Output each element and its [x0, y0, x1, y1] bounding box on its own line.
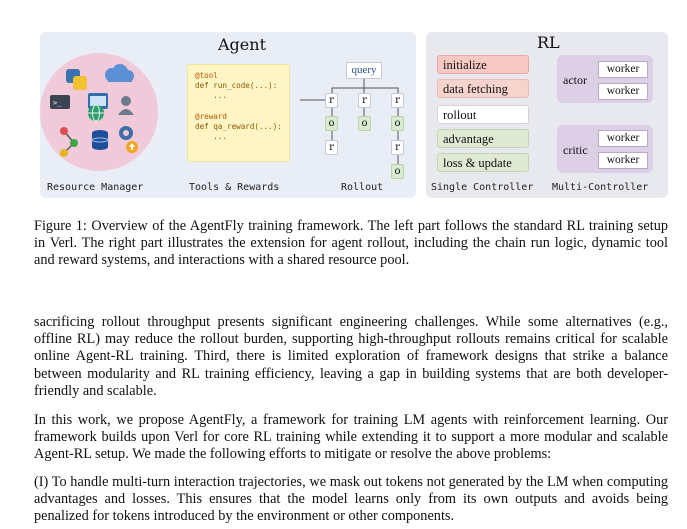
code-line: ...: [195, 132, 228, 142]
rollout-token-r: r: [391, 93, 404, 108]
network-icon: [60, 127, 78, 157]
stage-initialize: initialize: [437, 55, 529, 74]
single-controller-label: Single Controller: [431, 182, 534, 193]
multi-controller-label: Multi-Controller: [552, 182, 649, 193]
resource-icons: >_: [50, 64, 138, 157]
actor-group: actor worker worker: [557, 55, 653, 103]
rollout-token-o: o: [391, 164, 404, 179]
stage-loss-update: loss & update: [437, 153, 529, 172]
svg-text:>_: >_: [53, 99, 62, 107]
tools-rewards-label: Tools & Rewards: [189, 182, 280, 193]
critic-worker: worker: [598, 130, 648, 147]
rollout-label: Rollout: [341, 182, 384, 193]
rollout-tree-lines: [300, 79, 399, 164]
settings-icon: [118, 96, 134, 115]
code-line: [195, 102, 289, 112]
body-paragraph: sacrificing rollout throughput presents …: [34, 314, 668, 399]
code-line: ...: [195, 91, 228, 101]
terminal-icon: >_: [50, 95, 70, 109]
database-icon: [91, 130, 109, 150]
actor-label: actor: [563, 73, 587, 87]
globe-icon: [88, 104, 104, 122]
stage-rollout: rollout: [437, 105, 529, 124]
rollout-token-r: r: [391, 140, 404, 155]
stage-data-fetching: data fetching: [437, 79, 529, 98]
actor-worker: worker: [598, 83, 648, 100]
rl-title: RL: [537, 33, 560, 52]
body-paragraph: In this work, we propose AgentFly, a fra…: [34, 412, 668, 463]
actor-worker: worker: [598, 61, 648, 78]
rollout-token-r: r: [325, 93, 338, 108]
python-icon: [66, 69, 87, 90]
gear-icon: [119, 126, 133, 140]
stage-advantage: advantage: [437, 129, 529, 148]
code-line: def qa_reward(...):: [195, 122, 282, 132]
cloud-icon: [105, 64, 134, 82]
tools-rewards-code: @tool def run_code(...): ... @reward def…: [187, 64, 290, 162]
rollout-token-o: o: [358, 116, 371, 131]
code-line: @reward: [195, 111, 228, 121]
critic-group: critic worker worker: [557, 125, 653, 173]
rollout-token-r: r: [325, 140, 338, 155]
rollout-token-r: r: [358, 93, 371, 108]
query-node: query: [346, 62, 382, 79]
resource-manager-label: Resource Manager: [47, 182, 144, 193]
body-paragraph: (I) To handle multi-turn interaction tra…: [34, 474, 668, 525]
upload-icon: [126, 141, 138, 153]
code-line: def run_code(...):: [195, 81, 278, 91]
rollout-token-o: o: [391, 116, 404, 131]
critic-label: critic: [563, 143, 588, 157]
critic-worker: worker: [598, 152, 648, 169]
code-line: @tool: [195, 71, 218, 80]
web-icon: [88, 93, 108, 109]
agent-title: Agent: [218, 35, 266, 54]
overview-figure: Agent >_: [0, 0, 687, 200]
figure-caption: Figure 1: Overview of the AgentFly train…: [34, 218, 668, 269]
rollout-token-o: o: [325, 116, 338, 131]
